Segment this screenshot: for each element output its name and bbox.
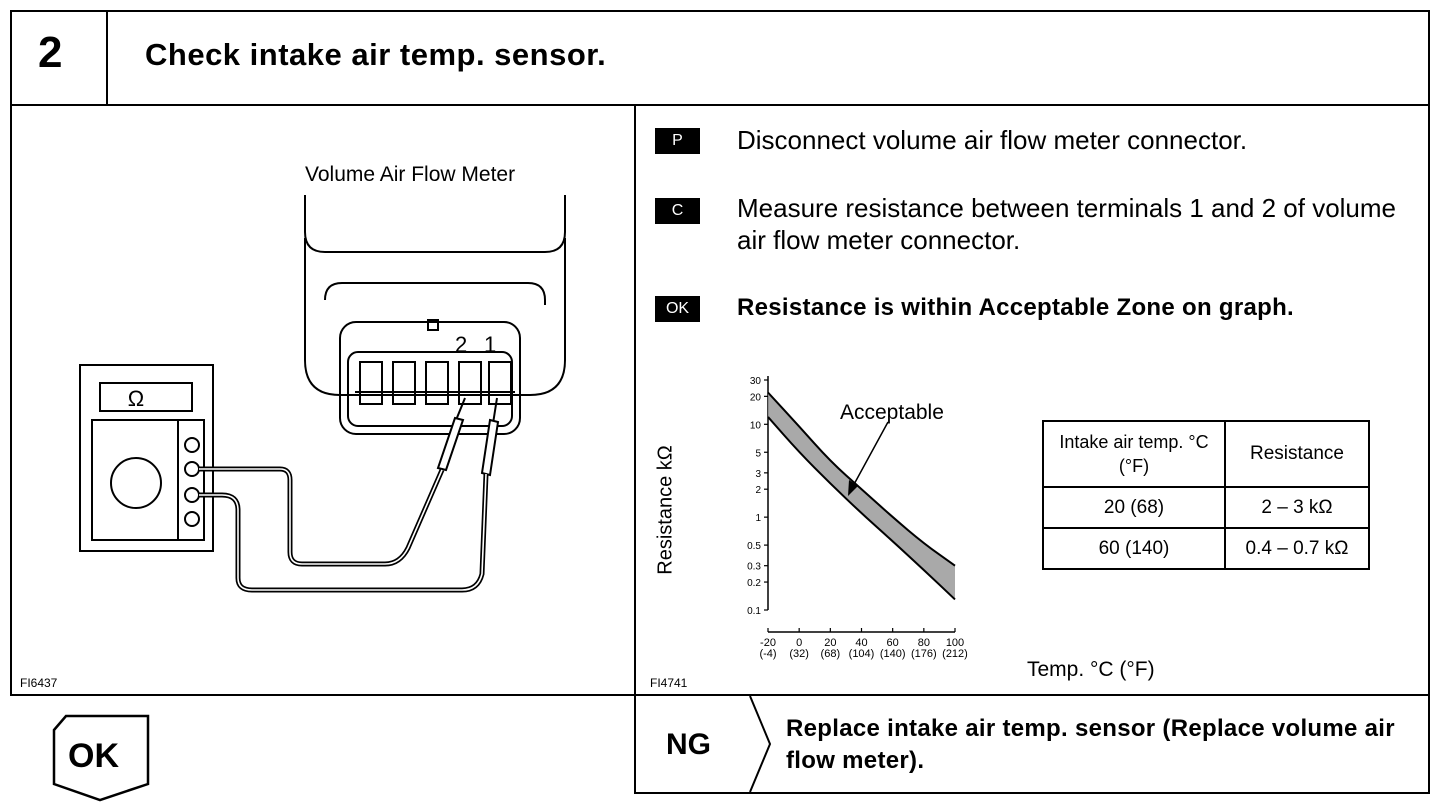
upper-limit-line [767, 391, 956, 567]
ng-text: Replace intake air temp. sensor (Replace… [786, 715, 1395, 774]
y-tick-label: 0.1 [747, 606, 761, 617]
y-tick-label: 10 [750, 420, 762, 431]
ok-badge [52, 714, 150, 802]
probe-left [436, 397, 466, 472]
annotation-arrow-head [848, 480, 858, 496]
ohm-symbol: Ω [128, 386, 144, 411]
air-flow-meter-body [304, 195, 566, 396]
column-divider [634, 104, 636, 696]
x-tick-label-c: 40 [855, 637, 867, 649]
wiring-diagram: 2 1 Ω [79, 195, 566, 593]
x-tick-label-f: (32) [789, 648, 809, 660]
table-cell-temp: 60 (140) [1042, 527, 1226, 570]
lower-limit-line [767, 416, 956, 601]
connector [324, 282, 546, 435]
table-cell-temp: 20 (68) [1042, 486, 1226, 529]
step-number: 2 [38, 28, 63, 77]
y-tick-label: 30 [750, 376, 762, 387]
x-tick-label-c: 0 [796, 637, 802, 649]
x-tick-label-f: (68) [821, 648, 841, 660]
y-tick-label: 3 [755, 469, 761, 480]
y-tick-label: 2 [755, 485, 761, 496]
ng-label: NG [666, 728, 711, 761]
y-tick-label: 0.2 [747, 578, 761, 589]
table-header-row: Intake air temp. °C (°F) Resistance [1042, 420, 1370, 488]
tag-p: P [655, 128, 700, 154]
tag-ok: OK [655, 296, 700, 322]
tag-c: C [655, 198, 700, 224]
ng-divider-chevron [749, 696, 772, 792]
x-tick-label-c: 60 [887, 637, 899, 649]
x-tick-label-c: 80 [918, 637, 930, 649]
table-header-temp: Intake air temp. °C (°F) [1042, 420, 1226, 488]
table-cell-resistance: 2 – 3 kΩ [1224, 486, 1370, 529]
table-row: 60 (140) 0.4 – 0.7 kΩ [1042, 527, 1370, 570]
chart-figure-code: FI4741 [650, 676, 688, 690]
table-row: 20 (68) 2 – 3 kΩ [1042, 486, 1370, 529]
ok-label: OK [68, 737, 119, 775]
left-figure-code: FI6437 [20, 676, 58, 690]
x-tick-label-f: (212) [942, 648, 968, 660]
resistance-chart: 30201053210.50.30.20.1-20(-4)0(32)20(68)… [747, 376, 968, 660]
ohmmeter [79, 364, 214, 552]
table-header-resistance: Resistance [1224, 420, 1370, 488]
table-cell-resistance: 0.4 – 0.7 kΩ [1224, 527, 1370, 570]
step-number-cell-divider [106, 10, 108, 106]
instruction-ok-text: Resistance is within Acceptable Zone on … [737, 294, 1295, 321]
y-tick-label: 20 [750, 392, 762, 403]
x-tick-label-f: (-4) [759, 648, 776, 660]
y-tick-label: 0.3 [747, 562, 761, 573]
x-tick-label-f: (140) [880, 648, 906, 660]
x-tick-label-c: 100 [946, 637, 964, 649]
ng-box [634, 694, 1430, 794]
y-tick-label: 5 [755, 448, 761, 459]
chart-annotation: Acceptable [840, 401, 944, 424]
resistance-spec-table: Intake air temp. °C (°F) Resistance 20 (… [1042, 420, 1370, 570]
annotation-arrow-line [851, 421, 889, 489]
step-title: Check intake air temp. sensor. [145, 37, 607, 72]
x-tick-label-c: -20 [760, 637, 776, 649]
probe-right [480, 397, 500, 477]
y-tick-label: 1 [755, 513, 761, 524]
x-tick-label-f: (104) [849, 648, 875, 660]
y-tick-label: 0.5 [747, 541, 761, 552]
x-tick-label-c: 20 [824, 637, 836, 649]
instruction-c-text: Measure resistance between terminals 1 a… [737, 193, 1397, 255]
terminal-1-label: 1 [484, 332, 496, 357]
chart-ylabel: Resistance kΩ [654, 445, 677, 575]
x-tick-label-f: (176) [911, 648, 937, 660]
meter-label: Volume Air Flow Meter [305, 163, 516, 186]
instruction-p-text: Disconnect volume air flow meter connect… [737, 125, 1248, 155]
chart-xlabel: Temp. °C (°F) [1027, 658, 1155, 681]
test-leads [199, 466, 489, 593]
terminal-2-label: 2 [455, 332, 467, 357]
